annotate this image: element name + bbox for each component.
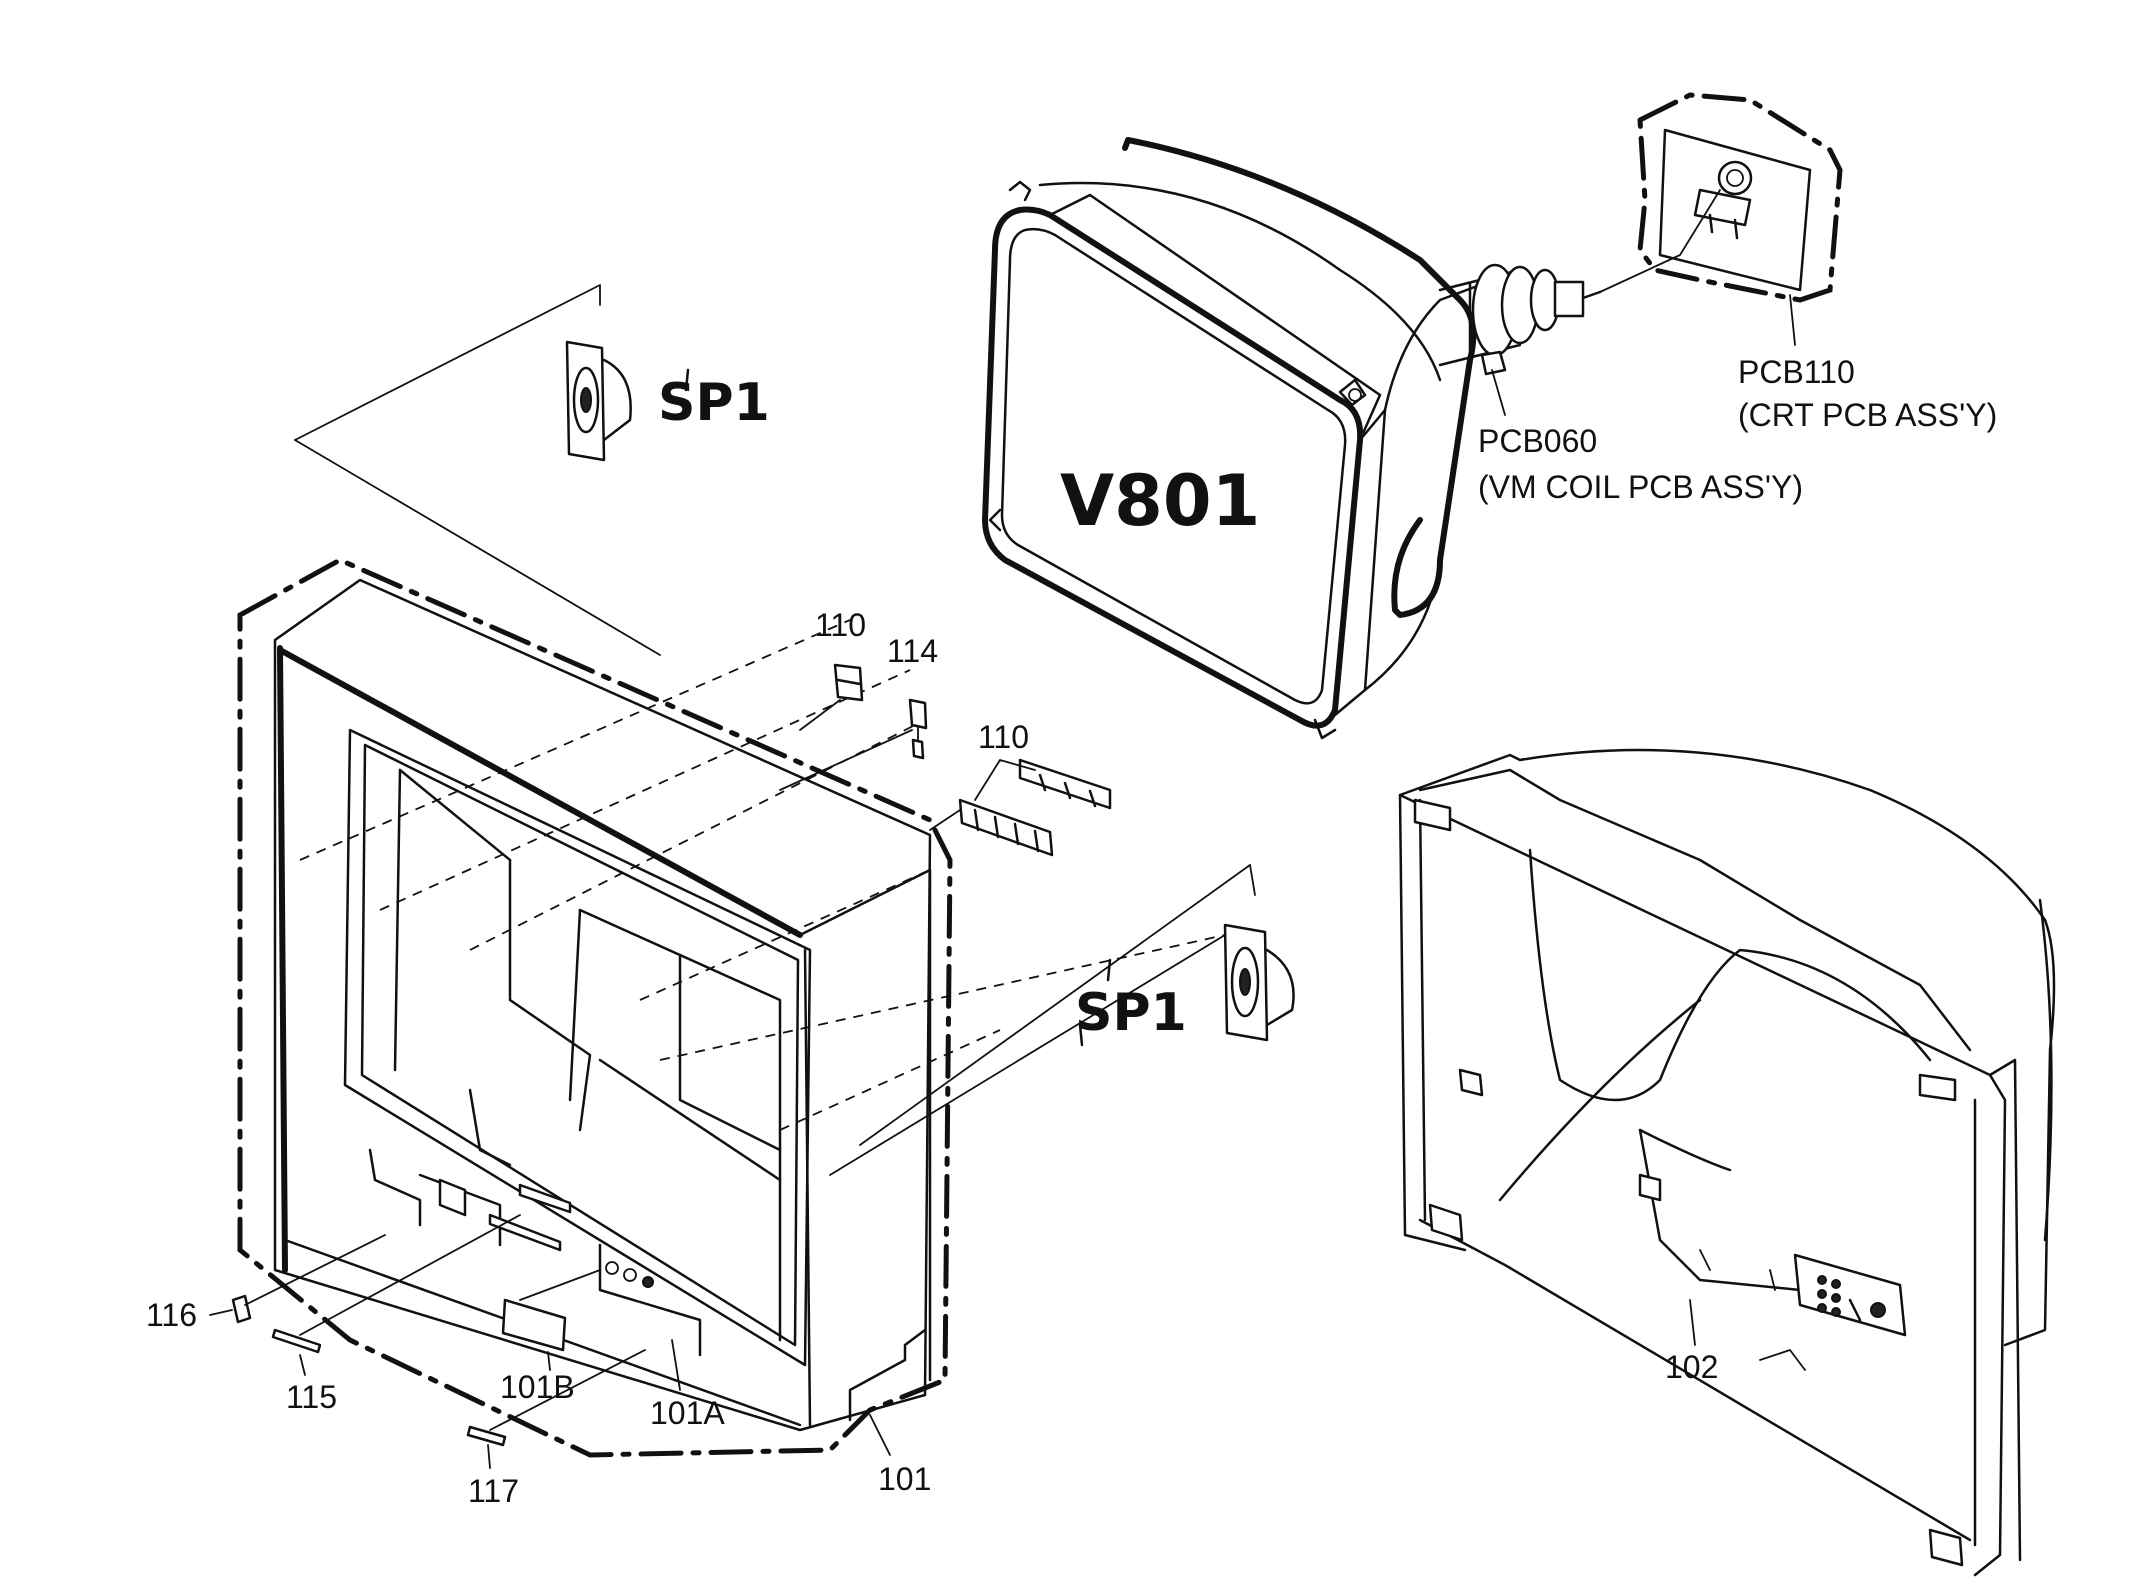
label-101a: 101A bbox=[650, 1395, 725, 1431]
part-117 bbox=[466, 1349, 646, 1469]
speaker-top bbox=[294, 284, 661, 656]
label-sp1-top: SP1 bbox=[658, 373, 770, 433]
sp1-bottom-tick bbox=[1078, 958, 1112, 1047]
part-101b bbox=[501, 1269, 601, 1371]
label-117: 117 bbox=[468, 1473, 519, 1509]
vm-coil-leader bbox=[1491, 369, 1506, 416]
leader-101 bbox=[869, 1414, 891, 1456]
label-v801: V801 bbox=[1060, 460, 1260, 542]
label-101b: 101B bbox=[500, 1369, 575, 1405]
part-115 bbox=[271, 1214, 521, 1376]
label-110-a: 110 bbox=[815, 607, 866, 643]
label-101: 101 bbox=[878, 1461, 931, 1497]
button-set-110-b bbox=[929, 758, 1112, 857]
label-pcb110-desc: (CRT PCB ASS'Y) bbox=[1738, 397, 1997, 433]
label-102: 102 bbox=[1665, 1349, 1718, 1385]
leader-101a bbox=[671, 1339, 681, 1391]
crt-tube-v801 bbox=[982, 137, 1602, 740]
label-115: 115 bbox=[286, 1379, 337, 1415]
clip-114 bbox=[779, 698, 928, 791]
part-116 bbox=[209, 1234, 386, 1324]
label-pcb060-desc: (VM COIL PCB ASS'Y) bbox=[1478, 469, 1803, 505]
label-110-b: 110 bbox=[978, 719, 1029, 755]
label-pcb060: PCB060 bbox=[1478, 423, 1597, 459]
label-116: 116 bbox=[146, 1297, 197, 1333]
label-114: 114 bbox=[887, 633, 938, 669]
sp1-top-tick bbox=[684, 368, 690, 392]
rear-cabinet-102 bbox=[1398, 748, 2056, 1577]
speaker-bottom bbox=[829, 864, 1295, 1176]
label-sp1-bottom: SP1 bbox=[1075, 983, 1187, 1043]
crt-pcb-assembly bbox=[1599, 92, 1843, 346]
front-cabinet-101 bbox=[237, 557, 1226, 1458]
label-pcb110: PCB110 bbox=[1738, 354, 1855, 390]
bracket-110-a bbox=[799, 663, 864, 731]
